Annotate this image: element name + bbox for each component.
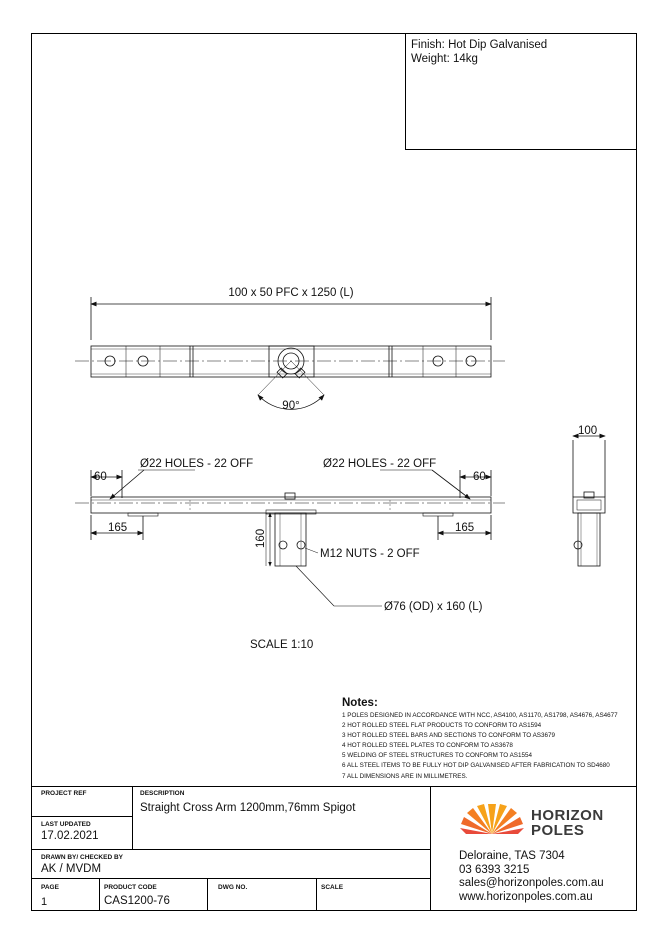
horizon-poles-logo-icon bbox=[460, 804, 524, 834]
note-item: 2 HOT ROLLED STEEL FLAT PRODUCTS TO CONF… bbox=[342, 722, 542, 730]
side-view-channel bbox=[572, 496, 606, 514]
dim-100: 100 bbox=[578, 425, 597, 437]
notes-title: Notes: bbox=[342, 697, 378, 709]
last-updated-value: 17.02.2021 bbox=[41, 830, 99, 842]
hole-2 bbox=[137, 355, 149, 367]
note-item: 3 HOT ROLLED STEEL BARS AND SECTIONS TO … bbox=[342, 732, 555, 740]
holes-left-label: Ø22 HOLES - 22 OFF bbox=[140, 458, 253, 470]
leader-holes-right bbox=[431, 469, 471, 500]
page-value: 1 bbox=[41, 896, 48, 908]
nut-left bbox=[276, 367, 288, 379]
scale-note: SCALE 1:10 bbox=[250, 639, 313, 651]
project-ref-label: PROJECT REF bbox=[41, 790, 87, 797]
angle-arc bbox=[257, 394, 325, 410]
company-logo-text: HORIZON POLES bbox=[531, 808, 604, 838]
company-website[interactable]: www.horizonpoles.com.au bbox=[459, 890, 593, 903]
drawn-by-label: DRAWN BY/ CHECKED BY bbox=[41, 854, 123, 861]
weight-text: Weight: 14kg bbox=[411, 53, 478, 65]
hole-3 bbox=[432, 355, 444, 367]
spigot-plate bbox=[268, 345, 315, 378]
top-bolt bbox=[284, 492, 296, 500]
dim-60-right: 60 bbox=[473, 471, 486, 483]
angle-label: 90° bbox=[282, 400, 299, 412]
note-item: 1 POLES DESIGNED IN ACCORDANCE WITH NCC,… bbox=[342, 712, 618, 719]
dim-160: 160 bbox=[255, 529, 267, 548]
leader-spigot bbox=[295, 565, 335, 607]
hole-1 bbox=[104, 355, 116, 367]
nut-front-left bbox=[278, 540, 288, 550]
nuts-label: M12 NUTS - 2 OFF bbox=[320, 548, 420, 560]
notes-section: Notes: 1 POLES DESIGNED IN ACCORDANCE WI… bbox=[342, 697, 642, 782]
product-code-value: CAS1200-76 bbox=[104, 895, 170, 907]
dwg-no-label: DWG NO. bbox=[218, 884, 248, 891]
nut-front-right bbox=[296, 540, 306, 550]
dim-165-right: 165 bbox=[455, 522, 474, 534]
side-view-spigot bbox=[577, 512, 601, 567]
scale-label: SCALE bbox=[321, 884, 344, 891]
overall-dim-label: 100 x 50 PFC x 1250 (L) bbox=[228, 287, 353, 299]
company-contact: Deloraine, TAS 7304 03 6393 3215 sales@h… bbox=[459, 850, 604, 904]
spigot-front bbox=[274, 512, 307, 567]
spigot-inner bbox=[282, 352, 300, 370]
spigot-label: Ø76 (OD) x 160 (L) bbox=[384, 601, 483, 613]
description-label: DESCRIPTION bbox=[140, 790, 185, 797]
company-phone: 03 6393 3215 bbox=[459, 863, 530, 876]
finish-box: Finish: Hot Dip Galvanised Weight: 14kg bbox=[405, 33, 637, 150]
top-view-beam bbox=[90, 345, 492, 378]
finish-text: Finish: Hot Dip Galvanised bbox=[411, 39, 548, 51]
dim-165-left: 165 bbox=[108, 522, 127, 534]
page-label: PAGE bbox=[41, 884, 59, 891]
note-item: 6 ALL STEEL ITEMS TO BE FULLY HOT DIP GA… bbox=[342, 762, 610, 770]
leader-holes-left bbox=[109, 469, 145, 500]
hole-4 bbox=[465, 355, 477, 367]
note-item: 5 WELDING OF STEEL STRUCTURES TO CONFORM… bbox=[342, 752, 532, 760]
nut-right bbox=[294, 367, 306, 379]
company-email[interactable]: sales@horizonpoles.com.au bbox=[459, 877, 604, 889]
holes-right-label: Ø22 HOLES - 22 OFF bbox=[323, 458, 436, 470]
last-updated-label: LAST UPDATED bbox=[41, 821, 91, 828]
description-value: Straight Cross Arm 1200mm,76mm Spigot bbox=[140, 802, 356, 814]
dim-60-left: 60 bbox=[94, 471, 107, 483]
drawn-by-value: AK / MVDM bbox=[41, 863, 102, 875]
product-code-label: PRODUCT CODE bbox=[104, 884, 157, 891]
note-item: 4 HOT ROLLED STEEL PLATES TO CONFORM TO … bbox=[342, 742, 513, 750]
drawing-frame bbox=[31, 33, 637, 911]
spigot-outer bbox=[277, 347, 305, 375]
logo-line-1: HORIZON bbox=[531, 807, 604, 824]
note-item: 7 ALL DIMENSIONS ARE IN MILLIMETRES. bbox=[342, 772, 468, 780]
logo-line-2: POLES bbox=[531, 822, 585, 839]
company-address: Deloraine, TAS 7304 bbox=[459, 850, 565, 862]
